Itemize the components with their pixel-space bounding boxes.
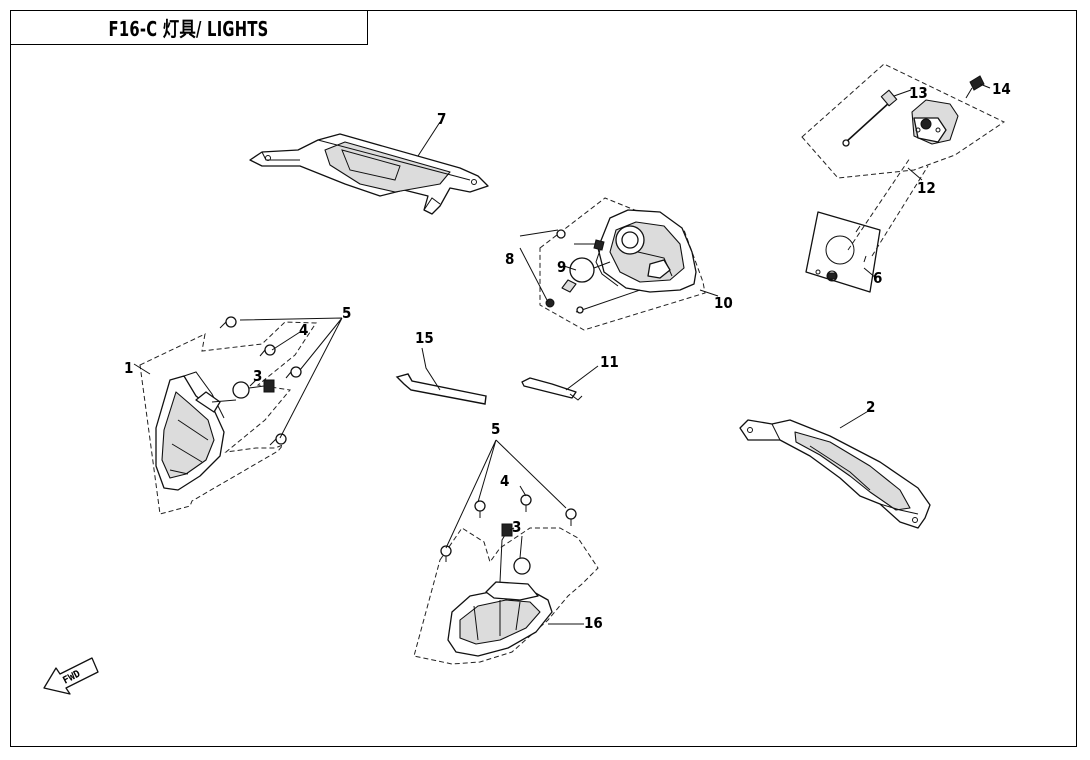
callout-7: 7 bbox=[437, 110, 446, 128]
callout-4: 4 bbox=[299, 321, 308, 339]
callout-13: 13 bbox=[909, 84, 928, 102]
part-15-rod bbox=[395, 373, 487, 405]
drawing-frame bbox=[10, 10, 1077, 747]
callout-12: 12 bbox=[917, 179, 936, 197]
part-11-strip bbox=[521, 377, 583, 401]
callout-4: 4 bbox=[500, 472, 509, 490]
callout-1: 1 bbox=[124, 359, 133, 377]
title-block: F16-C 灯具/ LIGHTS bbox=[10, 10, 368, 45]
callout-14: 14 bbox=[992, 80, 1011, 98]
part-12-license-lamp bbox=[801, 63, 1006, 257]
part-16-turn-signal-right bbox=[413, 494, 599, 665]
callout-3: 3 bbox=[253, 367, 262, 385]
callout-5: 5 bbox=[491, 420, 500, 438]
callout-15: 15 bbox=[415, 329, 434, 347]
callout-11: 11 bbox=[600, 353, 619, 371]
callout-labels: 1 2 3 3 4 4 5 5 6 7 8 9 10 11 12 13 14 1… bbox=[124, 80, 1011, 632]
callout-3: 3 bbox=[512, 518, 521, 536]
callout-8: 8 bbox=[505, 250, 514, 268]
callout-10: 10 bbox=[714, 294, 733, 312]
part-7-bracket bbox=[249, 133, 489, 215]
part-2-bracket bbox=[739, 419, 931, 529]
leader-lines bbox=[133, 83, 991, 625]
part-10-headlight bbox=[539, 197, 706, 331]
page-title: F16-C 灯具/ LIGHTS bbox=[108, 16, 269, 41]
forward-direction-arrow-icon: FWD bbox=[43, 657, 99, 695]
callout-5: 5 bbox=[342, 304, 351, 322]
callout-16: 16 bbox=[584, 614, 603, 632]
part-6-plate bbox=[805, 211, 881, 293]
callout-2: 2 bbox=[866, 398, 875, 416]
callout-6: 6 bbox=[873, 269, 882, 287]
part-1-turn-signal-left bbox=[139, 316, 317, 515]
callout-9: 9 bbox=[557, 258, 566, 276]
